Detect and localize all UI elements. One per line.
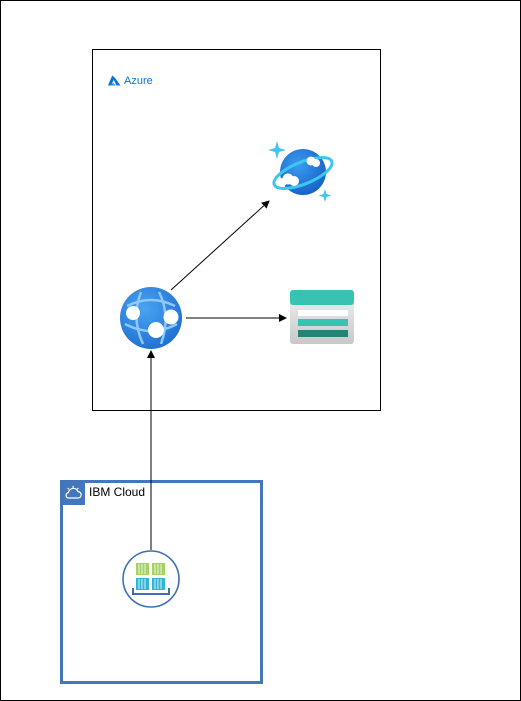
azure-logo-icon <box>108 75 121 86</box>
app-service-node[interactable] <box>119 286 185 350</box>
azure-app-service-icon <box>120 287 182 349</box>
storage-node[interactable] <box>290 290 354 344</box>
ibm-cloud-badge <box>60 480 85 505</box>
azure-group-container[interactable] <box>92 49 381 411</box>
ibm-cloud-icon <box>65 485 82 499</box>
cosmos-db-node[interactable] <box>266 139 336 207</box>
ibm-cloud-group-container[interactable] <box>60 480 263 684</box>
ibm-cloud-label: IBM Cloud <box>89 485 146 499</box>
ibm-container-registry-icon <box>122 550 180 608</box>
azure-label-text: Azure <box>124 75 153 87</box>
azure-group-label: Azure <box>107 72 153 90</box>
azure-cosmos-db-icon <box>268 141 334 202</box>
azure-storage-account-icon <box>290 290 354 344</box>
ibm-container-registry-node[interactable] <box>121 550 181 608</box>
